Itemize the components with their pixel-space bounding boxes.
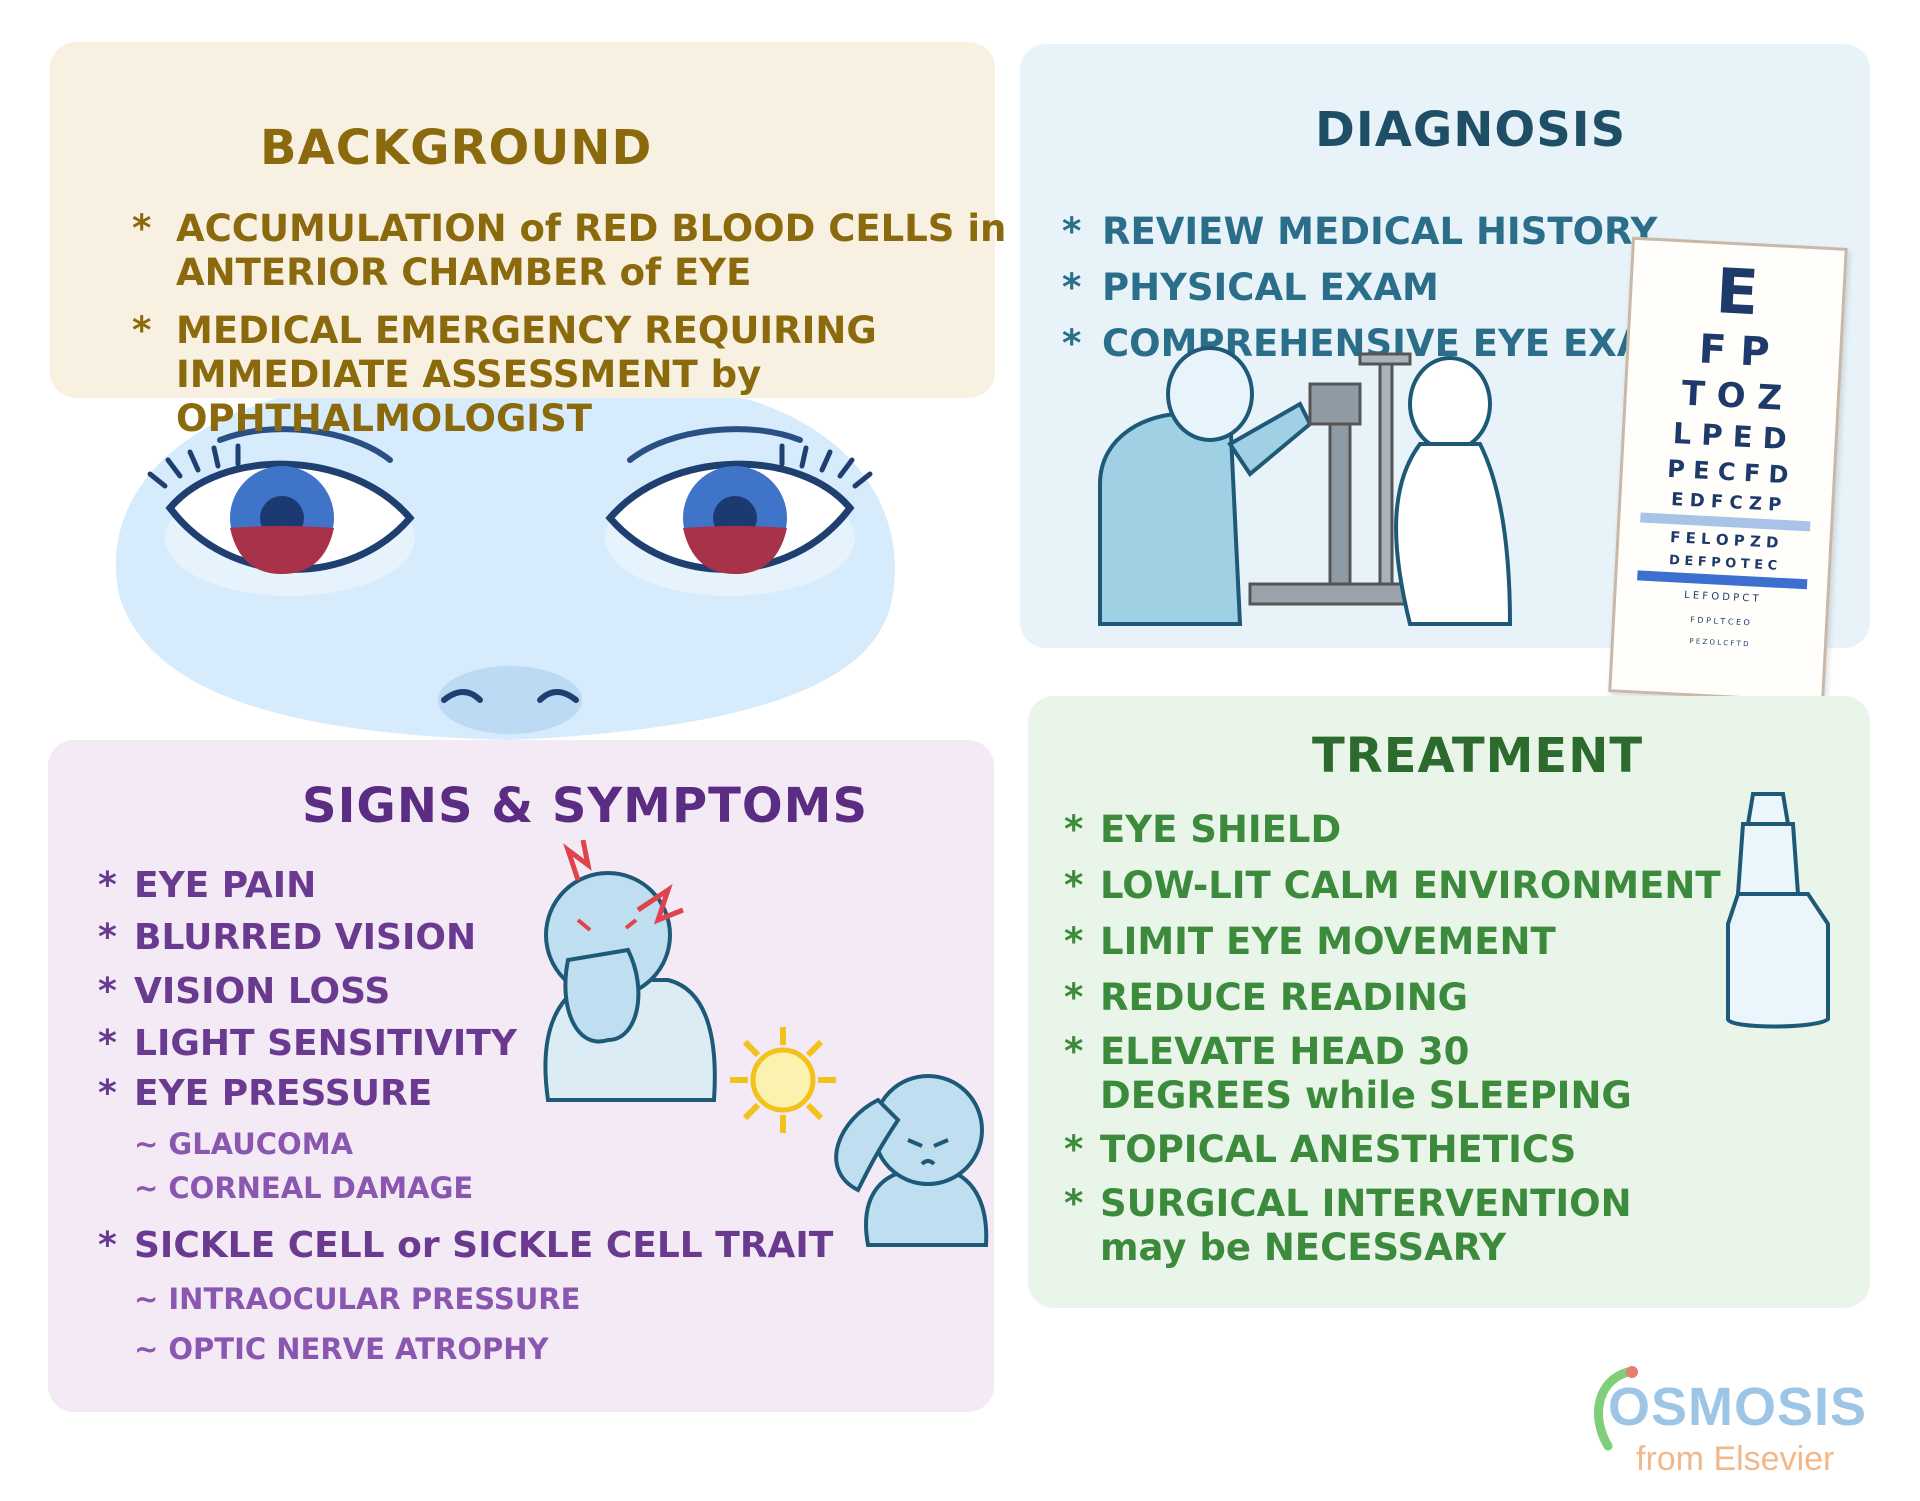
list-item: *LIGHT SENSITIVITY: [98, 1020, 833, 1068]
bullet-icon: *: [98, 971, 117, 1012]
list-item: *EYE PRESSURE: [98, 1070, 833, 1118]
bullet-icon: *: [1062, 322, 1082, 365]
list-item: *EYE SHIELD: [1064, 808, 1342, 851]
list-item: *REDUCE READING: [1064, 976, 1469, 1019]
bullet-icon: *: [1062, 210, 1082, 253]
signs-title: SIGNS & SYMPTOMS: [302, 778, 869, 834]
eye-drop-bottle-icon: [1726, 792, 1830, 1029]
bullet-icon: *: [98, 1225, 117, 1266]
right-eye: [605, 426, 873, 596]
eye-chart: E F P T O Z L P E D P E C F D E D F C Z …: [1608, 236, 1848, 704]
bullet-icon: *: [98, 917, 117, 958]
osmosis-logo: OSMOSIS from Elsevier: [1588, 1352, 1868, 1482]
treatment-title: TREATMENT: [1312, 728, 1644, 784]
bullet-icon: *: [1064, 808, 1084, 851]
bullet-icon: *: [132, 309, 152, 352]
background-panel: BACKGROUND * ACCUMULATION of RED BLOOD C…: [50, 42, 1006, 440]
bullet-icon: *: [1062, 266, 1082, 309]
diagnosis-panel: DIAGNOSIS *REVIEW MEDICAL HISTORY *PHYSI…: [1020, 44, 1870, 704]
treatment-list: *EYE SHIELD *LOW-LIT CALM ENVIRONMENT *L…: [1064, 808, 1721, 1270]
list-item: *ELEVATE HEAD 30 DEGREES while SLEEPING: [1064, 1030, 1632, 1117]
sub-item: ~ GLAUCOMA: [134, 1127, 354, 1161]
bullet-icon: *: [1064, 864, 1084, 907]
list-item: *SICKLE CELL or SICKLE CELL TRAIT: [98, 1222, 833, 1270]
nose: [438, 666, 582, 734]
list-item: *EYE PAIN: [98, 862, 833, 910]
slit-lamp-exam-illustration: [1098, 346, 1513, 626]
bullet-icon: *: [98, 1023, 117, 1064]
logo-subtitle: from Elsevier: [1636, 1440, 1835, 1478]
bullet-icon: *: [132, 207, 152, 250]
sub-item: ~ CORNEAL DAMAGE: [134, 1171, 474, 1205]
list-item: *SURGICAL INTERVENTION may be NECESSARY: [1064, 1182, 1632, 1269]
bullet-icon: *: [1064, 1182, 1084, 1225]
bullet-icon: *: [1064, 976, 1084, 1019]
signs-list: *EYE PAIN *BLURRED VISION *VISION LOSS *…: [98, 862, 833, 1374]
sub-item: ~ OPTIC NERVE ATROPHY: [134, 1332, 549, 1366]
treatment-panel: TREATMENT *EYE SHIELD *LOW-LIT CALM ENVI…: [1028, 696, 1870, 1308]
person-eye-pain-illustration: [543, 840, 717, 1102]
list-item: *LIMIT EYE MOVEMENT: [1064, 920, 1556, 963]
bullet-icon: *: [98, 1073, 117, 1114]
eye-chart-row: E: [1714, 254, 1761, 330]
left-eye: [147, 426, 415, 596]
bullet-icon: *: [1064, 1030, 1084, 1073]
diagnosis-title: DIAGNOSIS: [1315, 102, 1627, 158]
bullet-icon: *: [98, 865, 117, 906]
bullet-icon: *: [1064, 920, 1084, 963]
logo-word: OSMOSIS: [1608, 1377, 1868, 1437]
list-item: *TOPICAL ANESTHETICS: [1064, 1128, 1577, 1171]
list-item: *VISION LOSS: [98, 968, 833, 1016]
face-illustration: [115, 380, 895, 740]
background-title: BACKGROUND: [260, 120, 653, 176]
sun-icon: [730, 1027, 836, 1133]
list-item: *LOW-LIT CALM ENVIRONMENT: [1064, 864, 1721, 907]
list-item: * ACCUMULATION of RED BLOOD CELLS in ANT…: [132, 207, 1007, 294]
person-light-sensitivity-illustration: [834, 1074, 989, 1247]
list-item: * MEDICAL EMERGENCY REQUIRING IMMEDIATE …: [132, 309, 877, 440]
sub-item: ~ INTRAOCULAR PRESSURE: [134, 1282, 581, 1316]
list-item: *PHYSICAL EXAM: [1062, 260, 1682, 316]
list-item: *BLURRED VISION: [98, 914, 833, 962]
bullet-icon: *: [1064, 1128, 1084, 1171]
background-list: * ACCUMULATION of RED BLOOD CELLS in ANT…: [132, 207, 1016, 455]
signs-symptoms-panel: SIGNS & SYMPTOMS *EYE PAIN *BLURRED VISI…: [48, 740, 994, 1412]
list-item: *REVIEW MEDICAL HISTORY: [1062, 204, 1682, 260]
logo-mark-icon: [1593, 1366, 1638, 1451]
